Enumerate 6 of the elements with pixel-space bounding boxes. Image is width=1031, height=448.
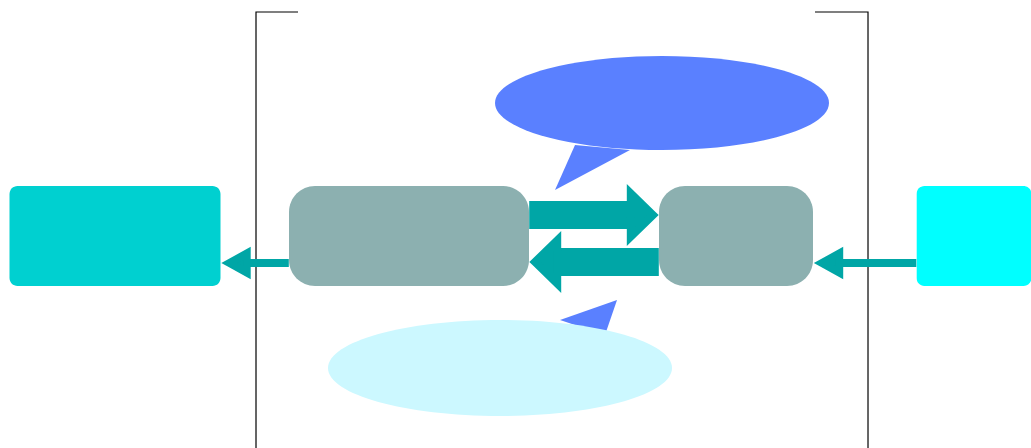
rounded-box xyxy=(289,186,529,286)
speech-bubble xyxy=(495,56,829,190)
rounded-box xyxy=(659,186,813,286)
process-box xyxy=(916,186,1031,286)
process-box xyxy=(9,186,221,286)
speech-bubble xyxy=(328,300,672,416)
